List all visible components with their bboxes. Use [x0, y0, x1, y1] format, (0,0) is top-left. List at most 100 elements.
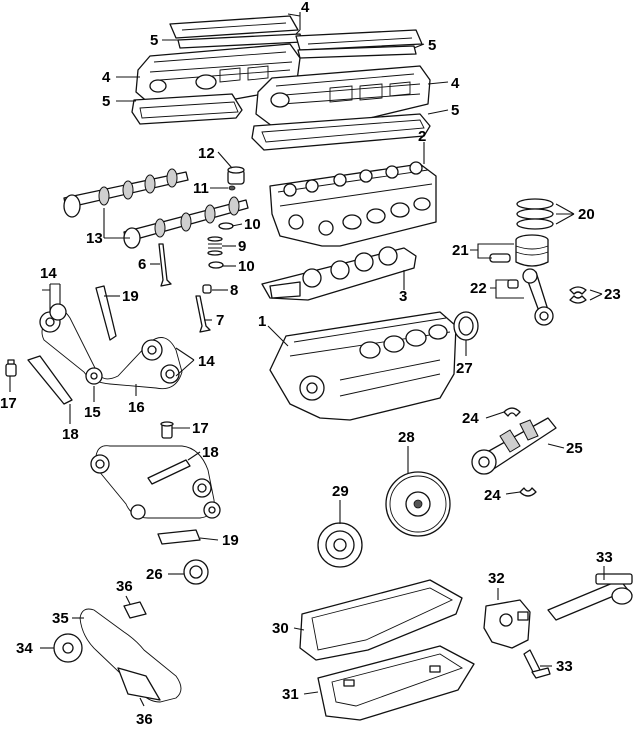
oil-pipe — [523, 649, 551, 679]
valve-cover-gasket-left — [131, 93, 243, 125]
callout-5-right: 5 — [451, 102, 459, 119]
rod-bearings — [569, 286, 587, 304]
callout-4-left: 4 — [102, 69, 111, 86]
piston — [515, 234, 549, 267]
cylinder-head — [269, 161, 437, 247]
oil-pickup-tube — [547, 573, 633, 621]
valve-spring-retainer-upper — [218, 222, 234, 230]
callout-35: 35 — [52, 610, 69, 627]
callout-18-left: 18 — [62, 426, 79, 443]
callout-33-bottom: 33 — [556, 658, 573, 675]
main-bearing-lower — [519, 487, 537, 497]
callout-8: 8 — [230, 282, 238, 299]
callout-12: 12 — [198, 145, 215, 162]
intake-valve — [158, 243, 172, 287]
valve-lifter — [227, 166, 245, 185]
valve-spring-seat — [208, 261, 224, 269]
chain-tensioner-upper — [123, 601, 147, 619]
callout-16: 16 — [128, 399, 145, 416]
rod-bolt — [507, 279, 519, 289]
callout-32: 32 — [488, 570, 505, 587]
camshaft-lower — [123, 196, 249, 249]
callout-5-left: 5 — [102, 93, 110, 110]
chain-guide-lower — [147, 459, 191, 485]
flywheel — [385, 471, 451, 537]
callout-30: 30 — [272, 620, 289, 637]
connecting-rod — [522, 268, 554, 326]
callout-17-mid: 17 — [192, 420, 209, 437]
crankshaft-pulley — [317, 522, 363, 568]
callout-28: 28 — [398, 429, 415, 446]
callout-23: 23 — [604, 286, 621, 303]
callout-19-upper: 19 — [122, 288, 139, 305]
callout-4-top: 4 — [301, 0, 310, 16]
callout-6: 6 — [138, 256, 146, 273]
callout-4-right: 4 — [451, 75, 460, 92]
callout-3: 3 — [399, 288, 407, 305]
chain-guide-bottom — [157, 529, 201, 545]
callout-21: 21 — [452, 242, 469, 259]
chain-tensioner-rail — [27, 355, 73, 405]
rear-main-seal — [453, 311, 479, 341]
valve-cover-trim-left — [169, 15, 299, 39]
callout-27: 27 — [456, 360, 473, 377]
valve-cover-right — [255, 65, 431, 127]
callout-29: 29 — [332, 483, 349, 500]
front-seal — [183, 559, 209, 585]
callout-10-lower: 10 — [238, 258, 255, 275]
camshaft-upper — [63, 168, 189, 218]
callout-31: 31 — [282, 686, 299, 703]
callout-24-upper: 24 — [462, 410, 479, 427]
callout-14-left: 14 — [40, 265, 57, 282]
callout-15: 15 — [84, 404, 101, 421]
callout-14-right: 14 — [198, 353, 215, 370]
chain-tensioner-lower — [117, 667, 161, 701]
oil-pump — [483, 599, 531, 649]
tensioner-bolt-left — [5, 359, 17, 377]
timing-chain-upper — [39, 303, 183, 390]
chain-guide-upper — [95, 285, 117, 341]
piston-rings — [516, 198, 554, 230]
exhaust-valve — [195, 295, 211, 333]
callout-26: 26 — [146, 566, 163, 583]
callout-10-upper: 10 — [244, 216, 261, 233]
callout-5-left-top: 5 — [150, 32, 158, 49]
callout-7: 7 — [216, 312, 224, 329]
callout-13: 13 — [86, 230, 103, 247]
callout-19-mid: 19 — [222, 532, 239, 549]
oil-pan-lower — [317, 645, 475, 721]
callout-2: 2 — [418, 128, 426, 145]
valve-cover-left — [135, 43, 301, 105]
callout-24-lower: 24 — [484, 487, 501, 504]
head-gasket — [261, 246, 417, 301]
valve-keeper — [228, 185, 236, 191]
timing-chain-lower — [90, 445, 221, 520]
callout-9: 9 — [238, 238, 246, 255]
callout-11: 11 — [193, 180, 209, 197]
leader-lines — [9, 12, 605, 707]
callout-1: 1 — [258, 313, 266, 330]
callout-17-left: 17 — [0, 395, 17, 412]
piston-pin — [489, 253, 511, 263]
valve-cover-gasket-top-right — [297, 45, 417, 59]
oil-pump-sprocket — [53, 633, 83, 663]
callout-labels: 4 5 5 4 4 5 5 2 12 11 13 10 9 10 6 8 7 3… — [0, 0, 621, 728]
callout-36-bottom: 36 — [136, 711, 153, 728]
callout-22: 22 — [470, 280, 487, 297]
valve-stem-seal — [202, 284, 212, 294]
valve-cover-gasket-right — [251, 113, 431, 151]
callout-36-top: 36 — [116, 578, 133, 595]
valve-spring — [207, 236, 223, 256]
engine-block — [269, 311, 457, 421]
valve-cover-trim-right — [295, 29, 423, 51]
callout-5-right-top: 5 — [428, 37, 436, 54]
callout-34: 34 — [16, 640, 33, 657]
main-bearing-upper — [503, 407, 521, 417]
callout-20: 20 — [578, 206, 595, 223]
oil-pan-upper — [299, 579, 463, 661]
oil-pump-chain — [79, 608, 182, 703]
crankshaft — [471, 417, 557, 475]
callout-33-top: 33 — [596, 549, 613, 566]
